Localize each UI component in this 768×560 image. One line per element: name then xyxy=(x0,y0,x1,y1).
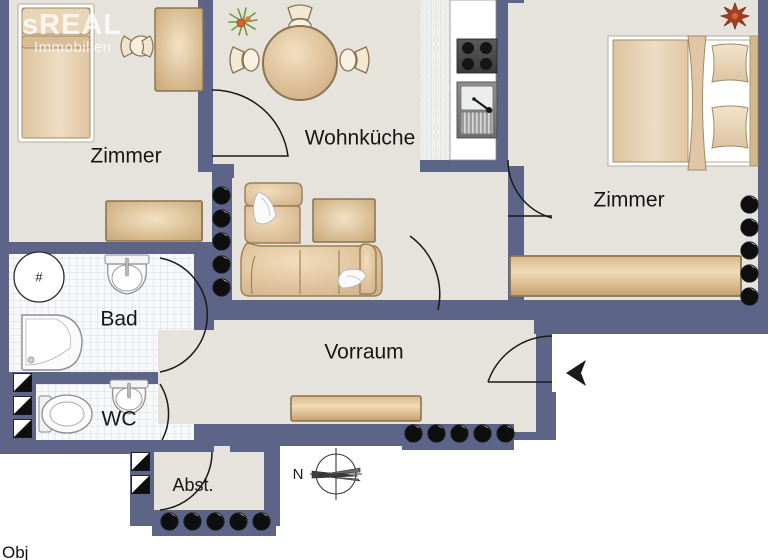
half-filled-circle-marker xyxy=(212,255,231,274)
wall-left-exterior xyxy=(0,0,9,454)
door-abstellraum xyxy=(159,451,213,511)
entrance-direction-arrow xyxy=(566,360,586,386)
half-filled-square-marker xyxy=(13,396,32,415)
room-label-wohnkueche: Wohnküche xyxy=(305,127,416,150)
half-filled-circle-marker xyxy=(740,195,759,214)
wall-abst-right xyxy=(264,446,280,526)
wall-right-exterior xyxy=(758,0,768,334)
half-filled-circle-marker xyxy=(206,512,225,531)
washer-glyph-2: # xyxy=(35,269,43,284)
footer-caption: Obj xyxy=(2,543,28,560)
wall-under-wc xyxy=(0,440,196,454)
room-label-wc: WC xyxy=(102,408,137,431)
half-filled-square-marker xyxy=(131,475,150,494)
compass-north-label: N xyxy=(293,466,304,483)
wall-below-living xyxy=(212,300,522,320)
room-label-zimmer-left: Zimmer xyxy=(90,145,161,168)
half-filled-circle-marker xyxy=(404,424,423,443)
half-filled-circle-marker xyxy=(496,424,515,443)
half-filled-circle-marker xyxy=(212,209,231,228)
door-zimmer-left xyxy=(211,89,289,157)
half-filled-circle-marker xyxy=(212,186,231,205)
half-filled-circle-marker xyxy=(229,512,248,531)
half-filled-circle-marker xyxy=(740,264,759,283)
room-label-bad: Bad xyxy=(100,308,137,331)
footer-caption-text: Obj xyxy=(2,543,28,560)
half-filled-circle-marker xyxy=(473,424,492,443)
wall-under-kitchen xyxy=(420,160,508,172)
half-filled-circle-marker xyxy=(212,278,231,297)
outside-background xyxy=(0,340,768,560)
door-bad xyxy=(159,257,209,373)
half-filled-circle-marker xyxy=(183,512,202,531)
half-filled-square-marker xyxy=(13,419,32,438)
half-filled-circle-marker xyxy=(450,424,469,443)
door-wc xyxy=(159,383,170,441)
watermark-tagline-2: Immobilien xyxy=(34,39,112,56)
wall-above-bad xyxy=(0,242,212,254)
room-label-zimmer-right: Zimmer xyxy=(593,189,664,212)
half-filled-circle-marker xyxy=(740,241,759,260)
door-living-vorraum xyxy=(409,235,441,311)
wall-vorraum-right xyxy=(536,318,552,434)
room-labels: Zimmer Wohnküche Zimmer Bad WC Vorraum A… xyxy=(90,127,664,495)
half-filled-circle-marker xyxy=(740,287,759,306)
furniture-relayer: sREAL Immobilien xyxy=(13,0,759,434)
room-label-abstellraum: Abst. xyxy=(172,475,213,495)
half-filled-circle-marker xyxy=(212,232,231,251)
door-entrance xyxy=(487,335,553,383)
half-filled-circle-marker xyxy=(740,218,759,237)
half-filled-circle-marker xyxy=(160,512,179,531)
compass-rose: N xyxy=(293,448,362,500)
half-filled-circle-marker xyxy=(252,512,271,531)
door-swings xyxy=(159,89,553,511)
watermark-brand-2: sREAL xyxy=(22,9,122,41)
half-filled-square-marker xyxy=(13,373,32,392)
half-filled-square-marker xyxy=(131,452,150,471)
door-zimmer-right xyxy=(507,159,553,219)
half-filled-circle-marker xyxy=(427,424,446,443)
room-label-vorraum: Vorraum xyxy=(324,341,403,364)
wall-kitchen-right xyxy=(496,0,508,166)
